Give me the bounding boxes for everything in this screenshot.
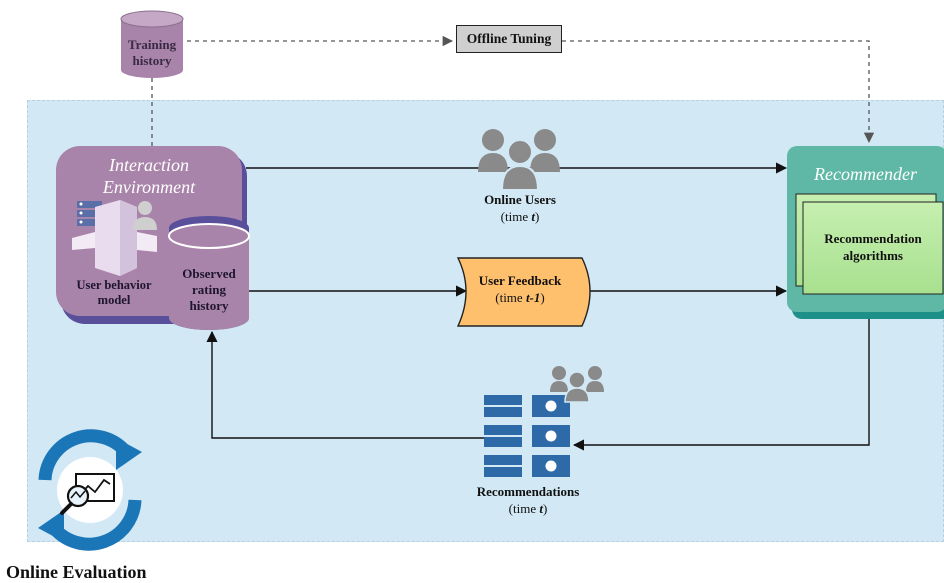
observed-line3: history [189, 298, 229, 313]
recommendations-label: Recommendations (time t) [448, 483, 608, 517]
recommendations-time: (time t) [508, 501, 548, 516]
cube-model-icon [72, 200, 157, 276]
user-behavior-model-line2: model [97, 293, 131, 307]
observed-rating-history-cylinder [168, 216, 250, 330]
user-behavior-model-label: User behavior model [64, 278, 164, 308]
interaction-environment-title: Interaction Environment [56, 154, 242, 198]
user-feedback-title: User Feedback [478, 273, 562, 288]
user-feedback-time: (time t-1) [495, 290, 545, 305]
training-history-line2: history [132, 53, 172, 68]
recommendations-grid [484, 395, 570, 477]
offline-tuning-box: Offline Tuning [456, 25, 562, 53]
training-history-line1: Training [127, 37, 177, 52]
dashed-connectors [151, 35, 875, 150]
online-users-label: Online Users (time t) [450, 191, 590, 225]
online-evaluation-cycle-icon [38, 429, 142, 551]
interaction-environment-title-line2: Environment [102, 177, 196, 197]
observed-line2: rating [192, 282, 226, 297]
recommendations-to-history-arrow [206, 330, 484, 439]
user-feedback-shape [456, 257, 591, 327]
online-users-icon [478, 129, 560, 191]
training-history-label: Training history [121, 37, 183, 69]
person-icon [133, 201, 157, 230]
observed-rating-history-label: Observed rating history [169, 266, 249, 314]
online-users-time: (time t) [500, 209, 540, 224]
interaction-environment-title-line1: Interaction [109, 155, 189, 175]
recommender-to-recommendations-arrow [572, 318, 870, 451]
recommendation-algorithms-line1: Recommendation [824, 231, 922, 246]
recommendation-algorithms-label: Recommendation algorithms [803, 230, 943, 264]
recommendations-title: Recommendations [476, 484, 580, 499]
user-feedback-label: User Feedback (time t-1) [462, 272, 578, 306]
online-evaluation-label: Online Evaluation [6, 562, 147, 582]
training-history-cylinder [120, 10, 184, 78]
user-behavior-model-line1: User behavior [76, 278, 152, 292]
tuning-to-recommender-arrow [562, 40, 875, 144]
recommendation-algorithms-line2: algorithms [843, 248, 903, 263]
magnifier-icon [66, 484, 90, 508]
server-icon [77, 201, 102, 226]
observed-line1: Observed [182, 266, 236, 281]
recommendation-users-icon [550, 366, 604, 403]
online-users-title: Online Users [484, 192, 556, 207]
recommender-block [787, 146, 944, 319]
recommender-title: Recommender [814, 164, 917, 184]
